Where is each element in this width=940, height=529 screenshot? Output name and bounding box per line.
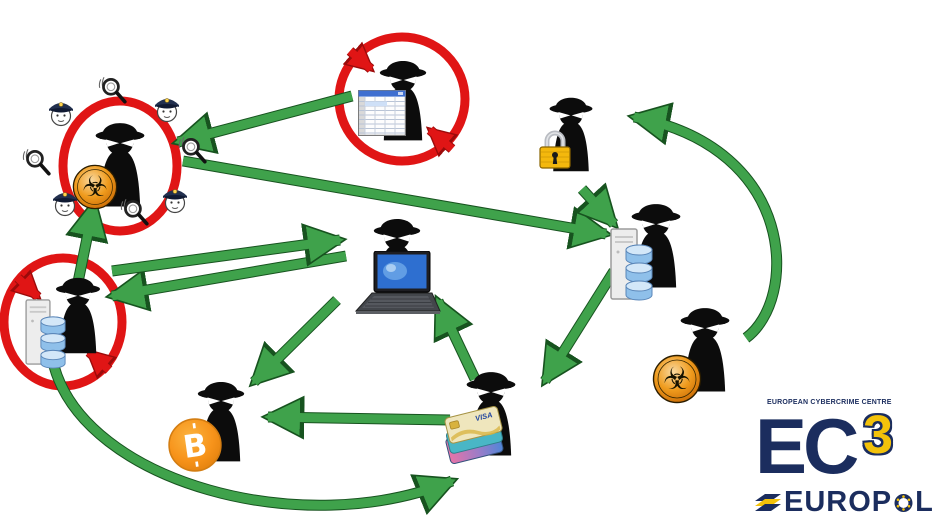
bitcoin-badge-icon xyxy=(168,418,222,472)
police-officer-icon xyxy=(48,101,74,127)
database-stack-icon xyxy=(40,316,66,369)
red-arrow-left-circle-nw xyxy=(9,269,42,301)
red-arrow-top-circle-nw xyxy=(342,41,376,73)
edge-server-right-to-credit-cards xyxy=(540,268,619,388)
europol-stars-o-icon xyxy=(894,494,913,512)
edge-police-target-to-server-right xyxy=(182,155,614,250)
magnifying-glass-icon xyxy=(97,75,127,104)
edge-laptop-to-bitcoin xyxy=(248,296,341,388)
police-officer-icon xyxy=(154,97,180,123)
credit-card-stack-icon: VISA xyxy=(444,406,504,464)
padlock-icon xyxy=(539,130,571,169)
magnifying-glass-icon xyxy=(177,135,207,164)
logo-exponent-3: 3 xyxy=(863,405,894,465)
logo-europol-before: EUROP xyxy=(784,486,893,518)
database-stack-icon xyxy=(625,244,653,301)
logo-europol: EUROP L xyxy=(755,486,939,519)
edge-spreadsheet-to-police-target xyxy=(170,90,354,154)
europol-chevron-icon xyxy=(755,494,781,511)
logo-tagline: EUROPEAN CYBERCRIME CENTRE xyxy=(767,399,892,406)
edge-server-left-to-credit-cards xyxy=(48,364,460,516)
laptop-icon xyxy=(354,251,441,314)
red-arrow-top-circle-se xyxy=(425,126,459,158)
police-officer-icon xyxy=(52,191,78,217)
logo-ec-text: EC xyxy=(755,402,859,490)
visa-label: VISA xyxy=(474,410,493,423)
magnifying-glass-icon xyxy=(21,147,51,176)
edge-credit-cards-to-bitcoin xyxy=(260,395,451,440)
edge-biohazard-right-to-padlock xyxy=(626,102,783,343)
edge-padlock-to-server-right xyxy=(573,182,620,230)
edge-server-left-to-laptop xyxy=(111,223,348,277)
spreadsheet-icon xyxy=(358,90,406,136)
red-circle-police-target xyxy=(58,96,182,236)
logo-europol-after: L xyxy=(915,486,934,518)
police-officer-icon xyxy=(162,188,188,214)
logo-ec3: EC 3 xyxy=(755,405,939,486)
edge-server-left-to-police-target xyxy=(65,196,109,289)
ec3-europol-logo: EUROPEAN CYBERCRIME CENTRE EC 3 EUROP L xyxy=(755,399,939,519)
edge-credit-cards-to-laptop xyxy=(433,294,480,382)
biohazard-badge-icon xyxy=(652,354,702,404)
red-arrow-left-circle-se xyxy=(84,348,118,380)
magnifying-glass-icon xyxy=(119,197,149,226)
